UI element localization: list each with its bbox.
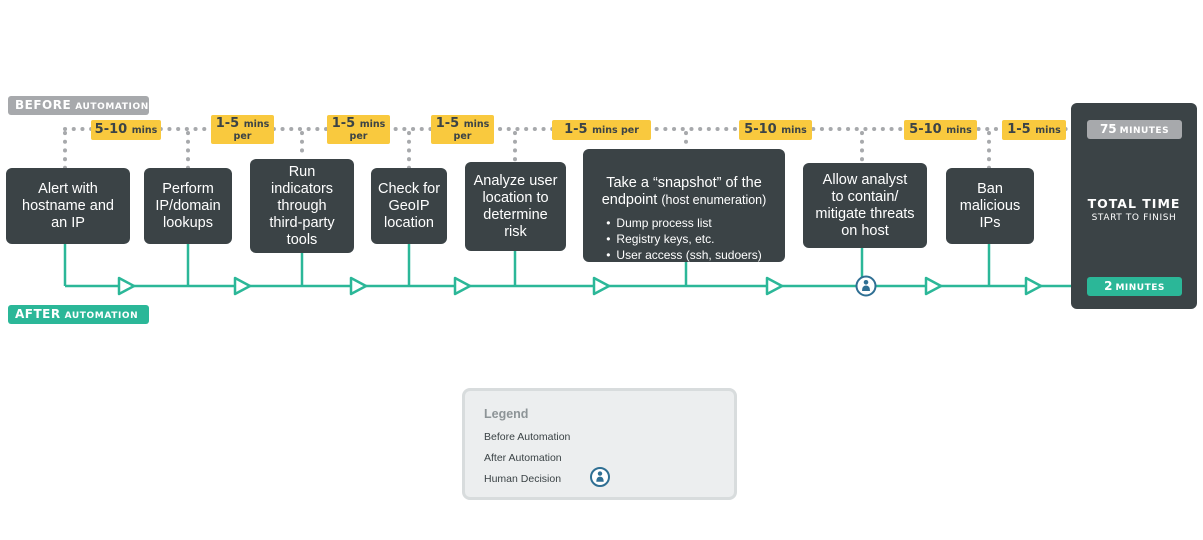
- legend-after-label: After Automation: [484, 452, 562, 464]
- time-badge-1: 5-10 mins: [91, 120, 161, 140]
- step-analyze-location-text: Analyze user location to determine risk: [473, 172, 558, 240]
- step-run-indicators: Run indicators through third-party tools: [250, 159, 354, 253]
- step-geoip-text: Check for GeoIP location: [377, 180, 441, 231]
- time-badge-7: 5-10 mins: [904, 120, 977, 140]
- after-arrow-4: [453, 276, 472, 296]
- step-contain-threats-text: Allow analyst to contain/ mitigate threa…: [815, 171, 915, 239]
- step-ip-lookups: Perform IP/domain lookups: [144, 168, 232, 244]
- snapshot-bullets: Dump process list Registry keys, etc. Us…: [606, 215, 762, 263]
- human-decision-icon: [855, 275, 877, 297]
- before-tag-main: BEFORE: [15, 98, 72, 112]
- after-arrow-6: [765, 276, 784, 296]
- before-tag-small: AUTOMATION: [75, 102, 149, 112]
- legend-human-label: Human Decision: [484, 473, 562, 485]
- after-arrow-7: [924, 276, 943, 296]
- legend-title: Legend: [484, 407, 529, 421]
- time-badge-8: 1-5 mins: [1002, 120, 1066, 140]
- step-ban-ips-text: Ban malicious IPs: [959, 180, 1021, 231]
- time-badge-5: 1-5 mins per: [552, 120, 651, 140]
- time-badge-6: 5-10 mins: [739, 120, 812, 140]
- legend: Legend Before Automation After Automatio…: [462, 388, 737, 500]
- total-time-subtitle: START TO FINISH: [1091, 213, 1177, 223]
- step-alert: Alert with hostname and an IP: [6, 168, 130, 244]
- step-ip-lookups-text: Perform IP/domain lookups: [155, 180, 221, 231]
- after-arrow-8: [1024, 276, 1043, 296]
- after-arrow-3: [349, 276, 368, 296]
- step-contain-threats: Allow analyst to contain/ mitigate threa…: [803, 163, 927, 248]
- snapshot-bullet: Dump process list: [606, 215, 762, 231]
- step-analyze-location: Analyze user location to determine risk: [465, 162, 566, 251]
- step-geoip: Check for GeoIP location: [371, 168, 447, 244]
- after-arrow-5: [592, 276, 611, 296]
- legend-human-icon: [590, 467, 610, 487]
- step-ban-ips: Ban malicious IPs: [946, 168, 1034, 244]
- after-tag-main: AFTER: [15, 307, 61, 321]
- after-tag-small: AUTOMATION: [64, 311, 139, 321]
- total-time-title: TOTAL TIME: [1087, 196, 1181, 211]
- after-arrow-1: [117, 276, 136, 296]
- step-run-indicators-text: Run indicators through third-party tools: [269, 163, 335, 248]
- snapshot-bullet: Registry keys, etc.: [606, 231, 762, 247]
- after-arrow-2: [233, 276, 252, 296]
- snapshot-bullet: User access (ssh, sudoers): [606, 247, 761, 263]
- step-alert-text: Alert with hostname and an IP: [22, 180, 114, 231]
- legend-before-label: Before Automation: [484, 431, 571, 443]
